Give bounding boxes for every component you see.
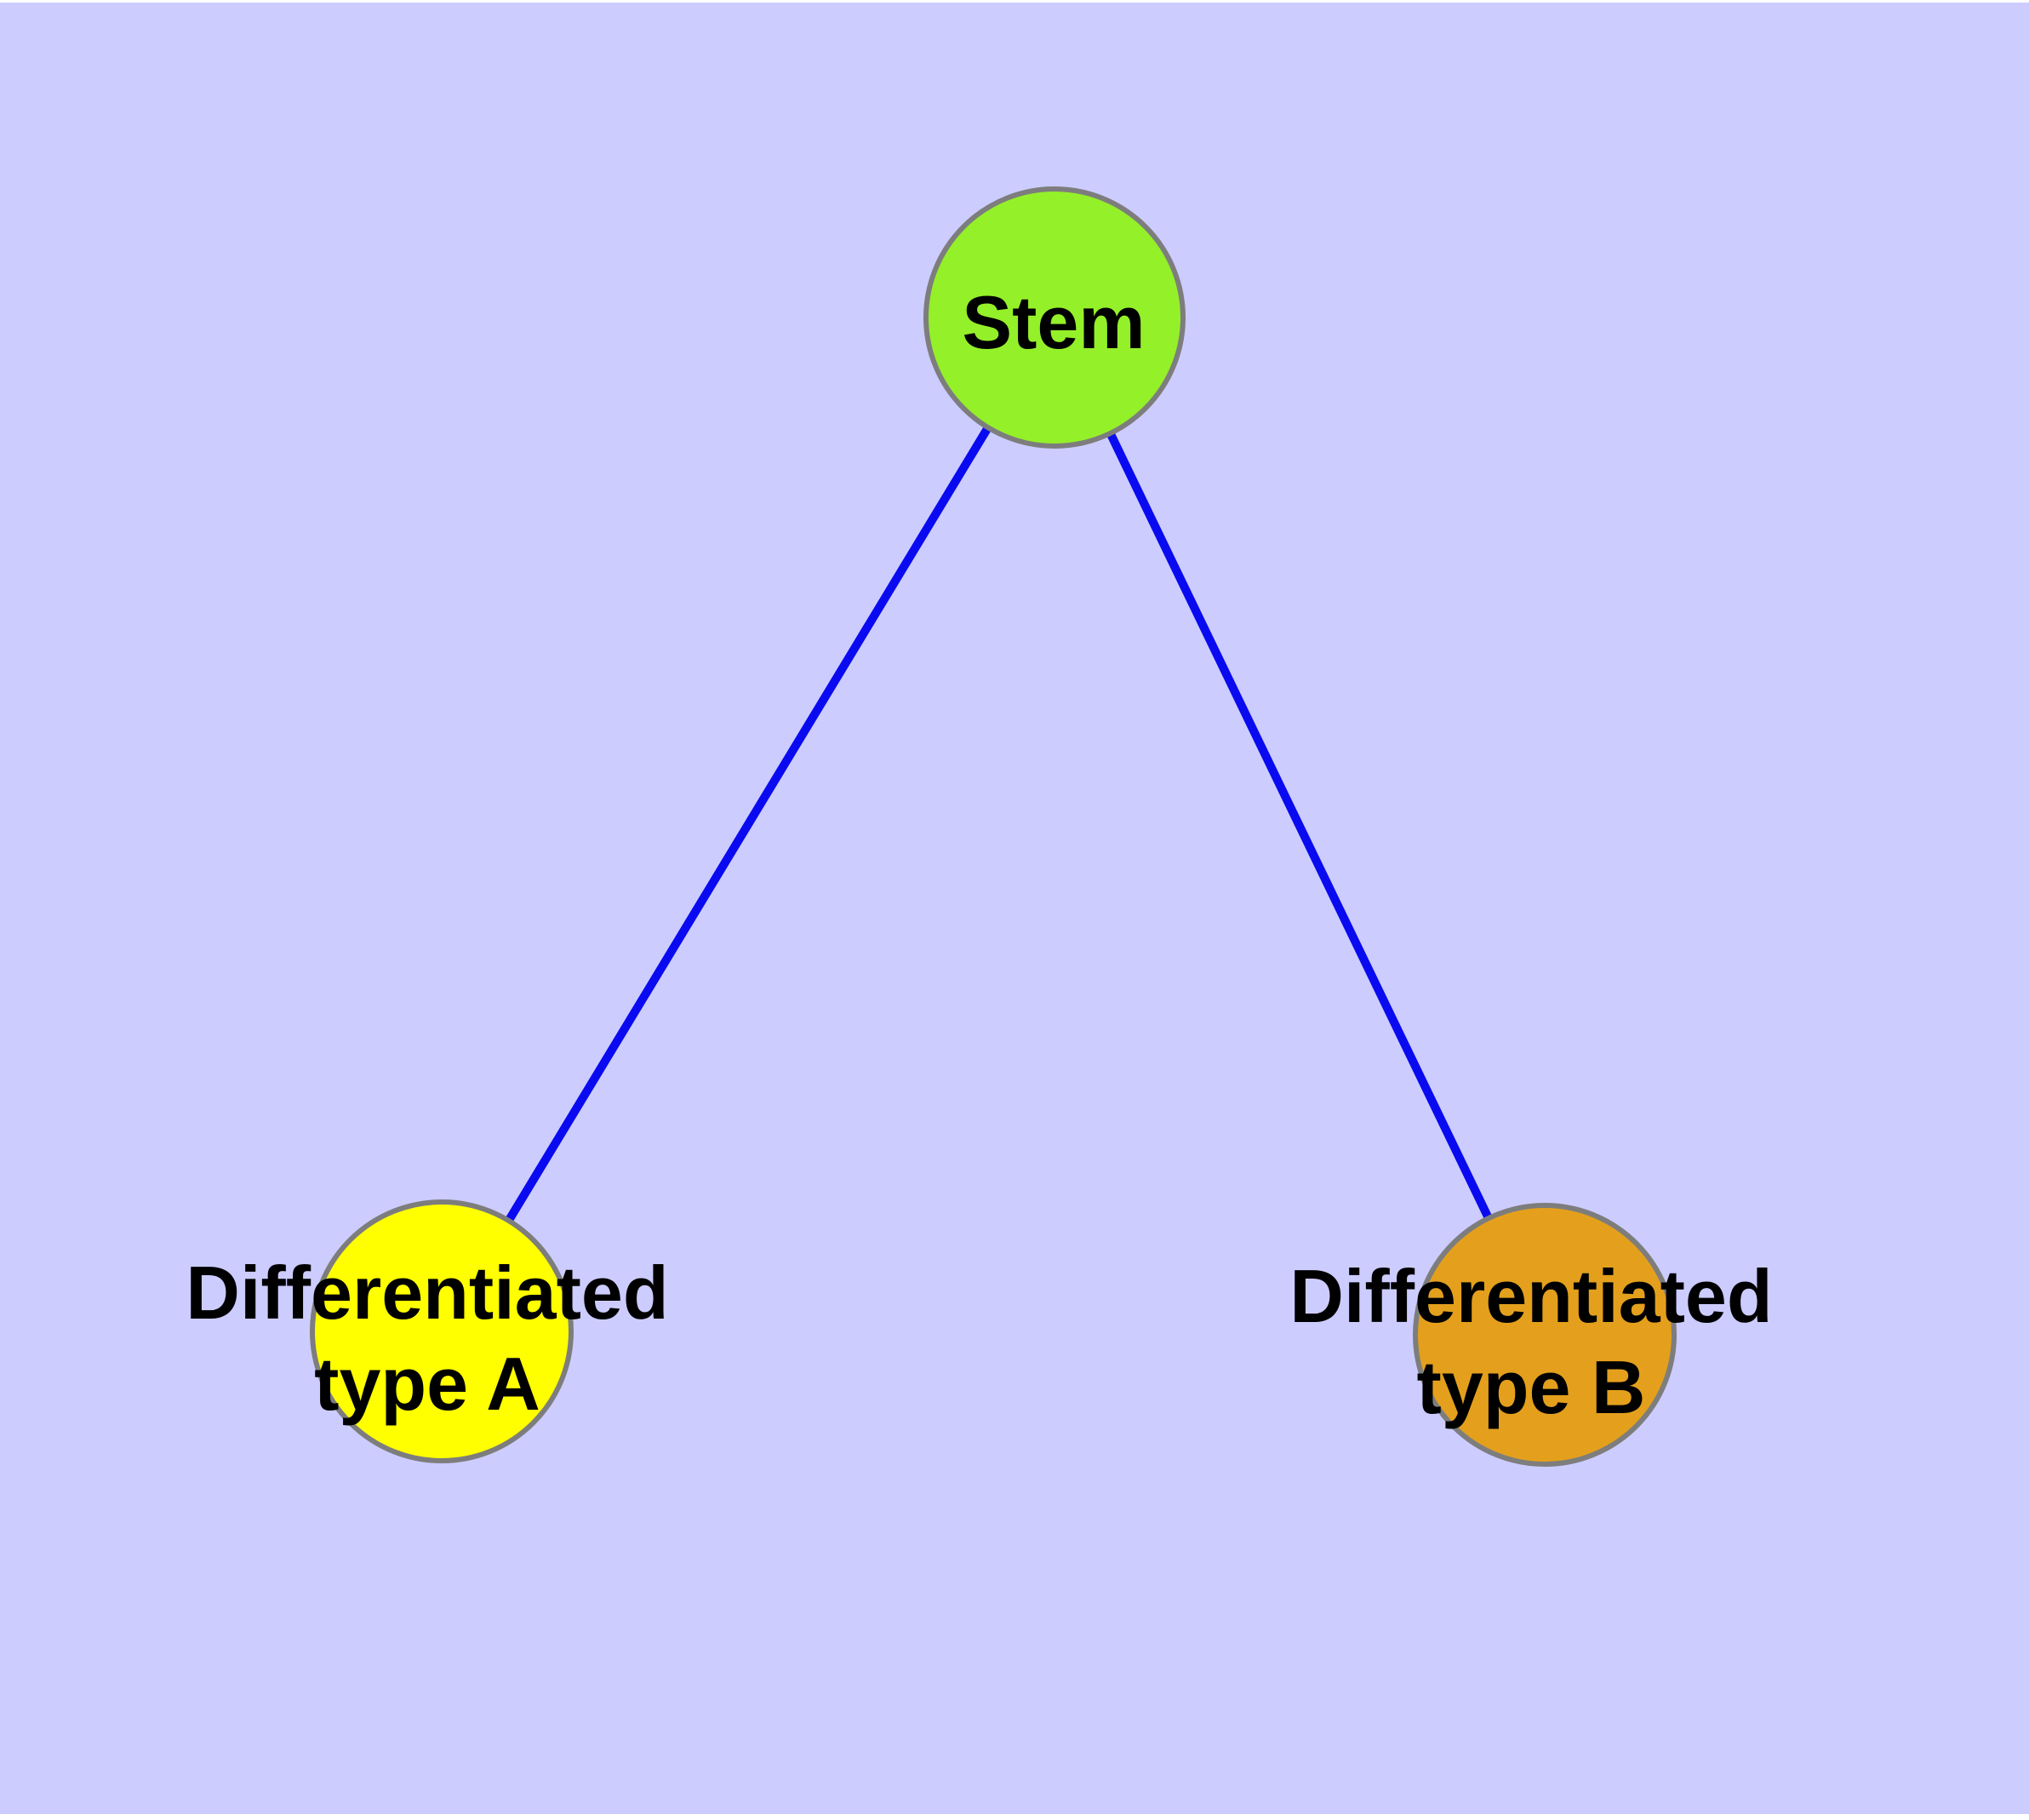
node-differentiated-type-b-circle xyxy=(1413,1203,1677,1467)
node-differentiated-type-a: Differentiated type A xyxy=(186,1199,669,1463)
node-differentiated-type-b-label-line2: type B xyxy=(1417,1345,1646,1429)
node-differentiated-type-b-label-line1: Differentiated xyxy=(1289,1254,1772,1338)
edge-stem-to-type-b xyxy=(1050,313,1549,1339)
node-differentiated-type-b: Differentiated type B xyxy=(1289,1203,1773,1467)
node-differentiated-type-a-circle xyxy=(310,1199,574,1463)
node-differentiated-type-a-label-line2: type A xyxy=(314,1342,540,1426)
edges xyxy=(437,313,1549,1339)
node-stem-label: Stem xyxy=(962,280,1145,364)
node-differentiated-type-a-label-line1: Differentiated xyxy=(186,1251,668,1335)
node-stem: Stem xyxy=(923,186,1186,449)
node-stem-circle xyxy=(923,186,1186,449)
edge-stem-to-type-a xyxy=(437,313,1059,1336)
